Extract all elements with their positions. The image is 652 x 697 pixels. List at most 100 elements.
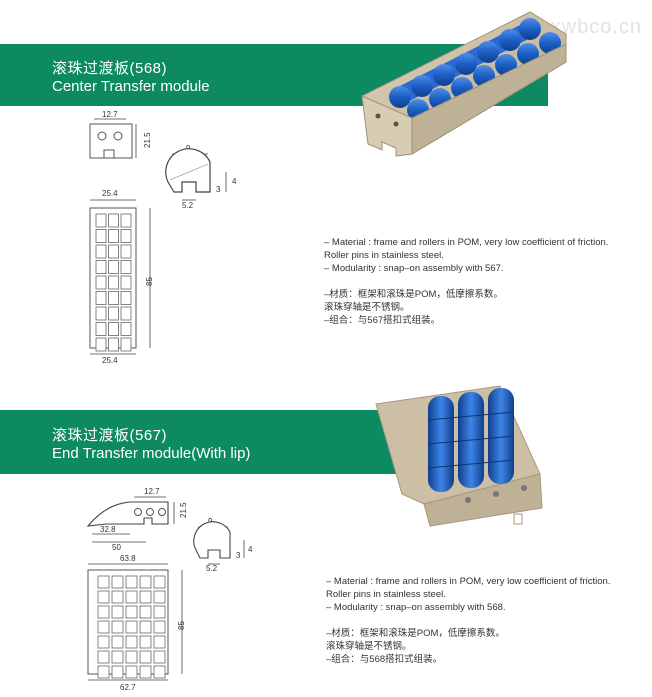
roller-row-1 [389,18,541,108]
section1-spec-en-3: – Modularity : snap–on assembly with 567… [324,263,504,275]
section1-plan-view-drawing: 25.4 85 25.4 [89,189,154,365]
roller-cell [95,337,107,352]
roller-cell [139,635,152,649]
roller-cell [153,650,166,664]
section1-spec-cn-3: –组合：与567搭扣式组装。 [324,315,441,327]
section2-profile-drawing: 9 5.2 3 4 [193,517,253,572]
dim2-profile-slot: 5.2 [206,564,218,572]
dim-profile-h1: 3 [216,185,221,194]
roller-row-2 [407,32,561,121]
section1-title-cn: 滚珠过渡板(568) [52,60,168,77]
roller-cell [108,291,119,305]
dim2-overall-length: 50 [112,543,121,552]
roller-cell [95,229,107,243]
section2-spec-en-3: – Modularity : snap–on assembly with 568… [326,602,506,614]
roller-cell [108,337,119,352]
roller-cell [95,213,107,228]
roller-cell [153,590,166,604]
section2-spec-block: – Material : frame and rollers in POM, v… [326,575,610,666]
dim2-bottom-width: 62.7 [120,683,136,692]
roller-cell [125,620,138,634]
roller-cell [111,650,124,664]
dim-length: 85 [145,277,154,286]
roller-cell [111,665,124,679]
roller-cell [120,306,132,321]
dim2-profile-h2: 4 [248,545,253,554]
roller-cell [120,213,132,228]
roller-cell [111,635,124,649]
section1-profile-drawing: 9 5.2 3 4 [165,144,237,210]
dim2-height: 21.5 [179,502,188,518]
roller-cell [125,590,138,604]
section1-spec-cn-1: –材质：框架和滚珠是POM，低摩擦系数。 [324,288,503,300]
roller-cell [139,605,152,619]
roller-cell [125,665,138,679]
watermark: xwbco.cn [550,16,642,38]
roller-cell [95,244,107,259]
section2-banner: 滚珠过渡板(567) End Transfer module(With lip) [0,410,398,474]
dim-hole-pitch: 12.7 [102,110,118,119]
roller-cell [125,605,138,619]
section2-spec-en-2: Roller pins in stainless steel. [326,589,446,601]
roller-cell [120,229,132,243]
roller-cell [111,620,124,634]
roller-cell [120,322,132,336]
dim-top-width: 25.4 [102,189,118,198]
roller-cell [108,244,119,259]
section1-end-view-drawing: 12.7 21.5 [89,110,152,159]
dim2-hole-pitch: 12.7 [144,487,160,496]
roller-cell [108,260,119,274]
section2-side-view-drawing: 12.7 21.5 32.8 50 [86,487,188,552]
section2-spec-cn-2: 滚珠穿轴是不锈钢。 [326,640,412,652]
roller-cell [108,229,119,243]
section1-title-en: Center Transfer module [52,78,210,95]
section2-spec-en-1: – Material : frame and rollers in POM, v… [326,576,611,587]
roller-cell [125,635,138,649]
roller-cell [120,275,132,290]
end-transfer-module-photo [375,385,543,527]
roller-cell [139,620,152,634]
roller-cell [125,575,138,589]
section1-spec-cn-2: 滚珠穿轴是不锈钢。 [324,301,410,313]
dim2-length: 85 [177,621,186,630]
roller-cell [120,291,132,305]
roller-cell [111,605,124,619]
dim-profile-slot: 5.2 [182,201,194,210]
roller-cell [97,575,110,589]
dim-height: 21.5 [143,132,152,148]
dim-profile-h2: 4 [232,177,237,186]
roller-cell [95,322,107,336]
roller-cell [95,260,107,274]
dim2-top-width: 63.8 [120,554,136,563]
roller-cell [108,306,119,321]
roller-cell [120,244,132,259]
roller-cell [97,605,110,619]
roller-cell [108,213,119,228]
section2-spec-cn-3: –组合：与568搭扣式组装。 [326,654,443,666]
roller-cell [153,605,166,619]
section1-spec-block: – Material : frame and rollers in POM, v… [324,236,608,327]
section1-spec-en-1: – Material : frame and rollers in POM, v… [324,237,609,248]
roller-cell [153,575,166,589]
roller-cell [153,620,166,634]
section2-spec-cn-1: –材质：框架和滚珠是POM，低摩擦系数。 [326,627,505,639]
roller-cell [125,650,138,664]
roller-cell [139,590,152,604]
dim2-lip-length: 32.8 [100,525,116,534]
roller-cell [97,620,110,634]
dim2-profile-h1: 3 [236,551,241,560]
roller-cell [95,275,107,290]
section2-title-cn: 滚珠过渡板(567) [52,427,168,444]
roller-cell [108,275,119,290]
roller-cell [108,322,119,336]
center-transfer-module-photo [361,11,567,157]
roller-cell [111,575,124,589]
roller-cell [97,590,110,604]
roller-cell [139,665,152,679]
roller-cell [139,650,152,664]
section2-title-en: End Transfer module(With lip) [52,445,251,462]
roller-cell [95,306,107,321]
roller-cell [97,665,110,679]
section1-spec-en-2: Roller pins in stainless steel. [324,250,444,262]
dim-bottom-width: 25.4 [102,356,118,365]
